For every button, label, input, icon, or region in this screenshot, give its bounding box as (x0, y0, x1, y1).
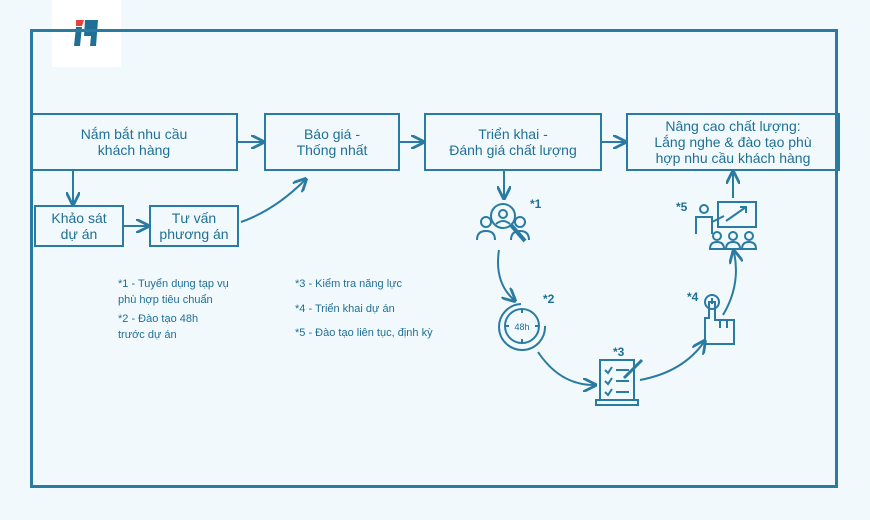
box-needs: Nắm bắt nhu cầu khách hàng (30, 113, 238, 171)
box-quote: Báo giá - Thống nhất (264, 113, 400, 171)
hand-click-icon (704, 294, 735, 345)
note-3: *3 - Kiểm tra năng lực (295, 278, 403, 290)
note-5: *5 - Đào tạo liên tục, định kỳ (295, 327, 433, 339)
note-2: *2 - Đào tạo 48h trước dự án (118, 313, 199, 341)
box-improve: Nâng cao chất lượng: Lắng nghe & đào tạo… (626, 113, 840, 171)
diagram-frame (30, 29, 838, 488)
presentation-icon (695, 201, 758, 250)
note-1: *1 - Tuyển dụng tạp vụ phù hợp tiêu chuẩ… (118, 278, 229, 306)
arrow-consult-to-quote (240, 180, 305, 223)
note-4: *4 - Triển khai dự án (295, 303, 395, 315)
box-consult: Tư vấn phương án (149, 205, 239, 247)
step-label-1: *1 (530, 197, 542, 211)
arrow-step3-to-step4 (639, 342, 704, 381)
clock-label: 48h (514, 322, 529, 332)
box-deploy: Triển khai - Đánh giá chất lượng (424, 113, 602, 171)
step-label-5: *5 (676, 200, 688, 214)
step-label-2: *2 (543, 292, 555, 306)
search-people-icon (476, 203, 530, 243)
checklist-icon (595, 358, 644, 406)
step-label-4: *4 (687, 290, 699, 304)
box-survey: Khảo sát dự án (34, 205, 124, 247)
arrow-step1-to-step2 (497, 249, 514, 300)
arrow-step4-to-step5 (722, 252, 736, 316)
step-label-3: *3 (613, 345, 625, 359)
clock-48h-icon (498, 303, 547, 351)
arrow-step2-to-step3 (537, 351, 594, 385)
